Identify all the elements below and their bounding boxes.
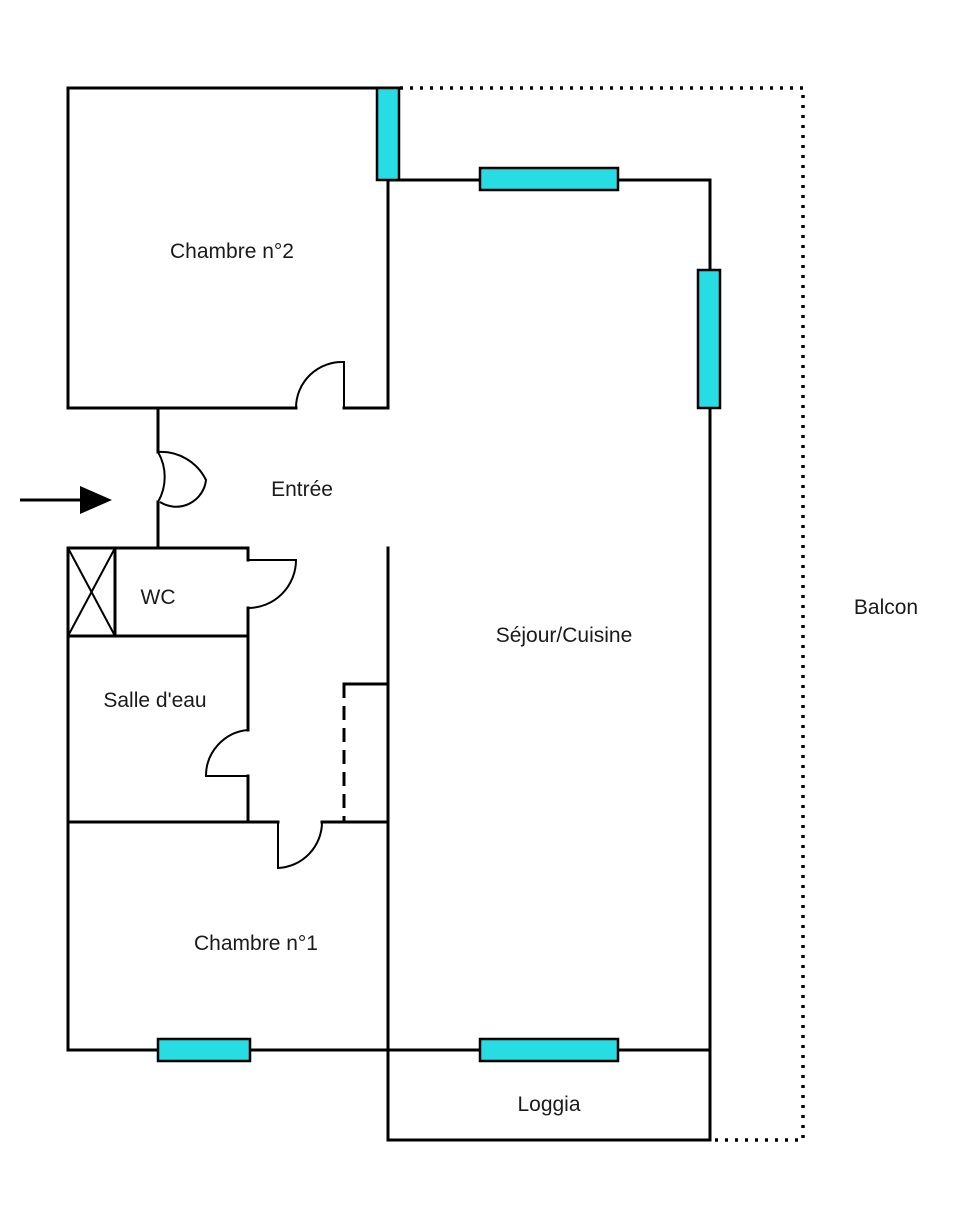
walls — [66, 86, 712, 1142]
label-balcon: Balcon — [854, 596, 918, 619]
window-top-corner — [375, 86, 401, 182]
label-salle-deau: Salle d'eau — [103, 689, 206, 712]
entrance-arrow-icon — [20, 486, 112, 514]
window-sejour-right — [696, 268, 722, 410]
label-wc: WC — [141, 586, 176, 609]
window-sejour-top — [478, 166, 620, 192]
label-entree: Entrée — [271, 478, 333, 501]
label-loggia: Loggia — [517, 1093, 580, 1116]
label-sejour-cuisine: Séjour/Cuisine — [496, 624, 633, 647]
windows — [156, 86, 722, 1063]
door-chambre2 — [294, 360, 345, 409]
door-entrance — [157, 451, 166, 503]
door-wc — [247, 559, 298, 609]
doors — [157, 360, 345, 870]
door-salle-deau — [204, 729, 249, 777]
technical-shaft — [66, 546, 117, 638]
balcony-outline — [400, 86, 805, 1142]
window-loggia — [478, 1037, 620, 1063]
door-chambre1 — [277, 821, 324, 870]
label-chambre2: Chambre n°2 — [170, 240, 294, 263]
label-chambre1: Chambre n°1 — [194, 932, 318, 955]
room-labels: Chambre n°2 Entrée WC Salle d'eau Séjour… — [103, 240, 918, 1116]
window-chambre1 — [156, 1037, 252, 1063]
